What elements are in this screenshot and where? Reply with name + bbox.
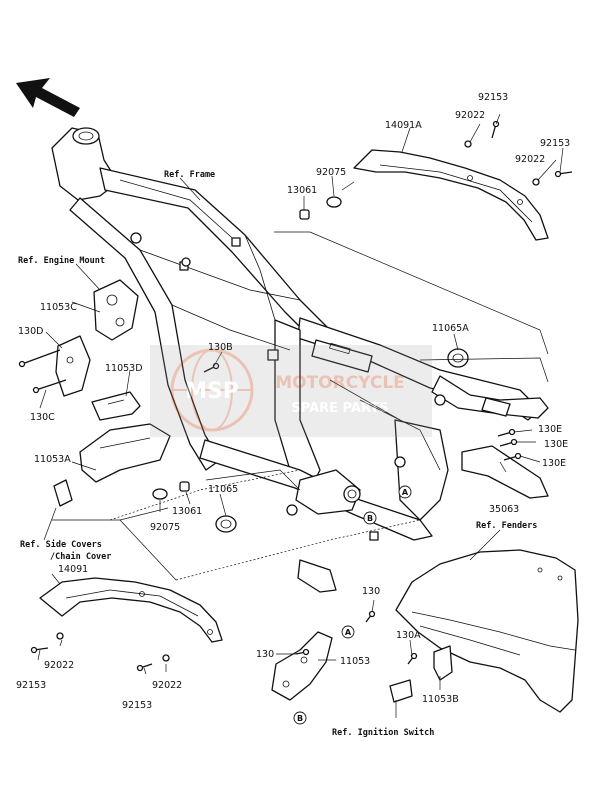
part-label: 92075 [316, 167, 346, 178]
part-label: 11053D [105, 363, 143, 374]
part-label: 13061 [172, 506, 202, 517]
fasteners [18, 120, 573, 672]
part-label: 11053A [34, 454, 71, 465]
part-label: 130A [396, 630, 421, 641]
part-label: 11053B [422, 694, 459, 705]
part-label: 14091 [58, 564, 88, 575]
fender-strut-14091a [353, 149, 549, 241]
bracket-11053a [53, 423, 171, 507]
part-label: 11065 [208, 484, 238, 495]
ref-engine-mount-label: Ref. Engine Mount [18, 255, 105, 266]
part-label: 14091A [385, 120, 422, 131]
part-label: 130E [538, 424, 562, 435]
ref-side-covers-label: Ref. Side Covers [20, 539, 102, 550]
marker-a-2: A [341, 625, 355, 639]
bracket-35063 [461, 445, 549, 499]
svg-text:A: A [345, 628, 352, 637]
part-label: 92153 [478, 92, 508, 103]
part-label: 130D [18, 326, 43, 337]
part-label: 11053 [340, 656, 370, 667]
part-label: 92022 [152, 680, 182, 691]
part-label: 92022 [515, 154, 545, 165]
part-label: 92022 [44, 660, 74, 671]
leader-lines [37, 113, 564, 718]
front-arrow-icon [16, 78, 80, 117]
part-label: 92022 [455, 110, 485, 121]
part-label: 11053C [40, 302, 77, 313]
marker-a-1: A [398, 485, 412, 499]
ref-fenders-label: Ref. Fenders [476, 521, 537, 531]
part-label: 13061 [287, 185, 317, 196]
part-label: 35063 [489, 504, 519, 515]
svg-text:SPARE PARTS: SPARE PARTS [291, 401, 388, 416]
svg-text:MSP: MSP [185, 379, 239, 404]
rear-fender [395, 549, 579, 713]
part-label: 11065A [432, 323, 469, 334]
part-label: 92075 [150, 522, 180, 533]
part-label: 92153 [122, 700, 152, 711]
part-label: 130C [30, 412, 55, 423]
marker-b-1: B [363, 511, 377, 525]
part-label: 130 [256, 649, 274, 660]
svg-text:B: B [297, 714, 303, 723]
svg-text:A: A [402, 488, 409, 497]
ref-ignition-switch-label: Ref. Ignition Switch [332, 727, 434, 738]
svg-text:MOTORCYCLE: MOTORCYCLE [275, 373, 405, 393]
bracket-11053c [55, 279, 139, 397]
watermark-logo: MSP MOTORCYCLE SPARE PARTS [150, 345, 432, 437]
ref-frame-label: Ref. Frame [164, 170, 215, 180]
bracket-11053b [389, 645, 453, 703]
ref-chain-cover-label: /Chain Cover [50, 551, 111, 562]
part-label: 130B [208, 342, 233, 353]
svg-text:B: B [367, 514, 373, 523]
part-label: 92153 [16, 680, 46, 691]
fender-strut-14091 [39, 577, 223, 643]
part-label: 130 [362, 586, 380, 597]
part-label: 130E [542, 458, 566, 469]
part-label: 92153 [540, 138, 570, 149]
part-label: 130E [544, 439, 568, 450]
bracket-11053d [91, 391, 141, 421]
marker-b-2: B [293, 711, 307, 725]
bracket-11053 [271, 631, 333, 701]
